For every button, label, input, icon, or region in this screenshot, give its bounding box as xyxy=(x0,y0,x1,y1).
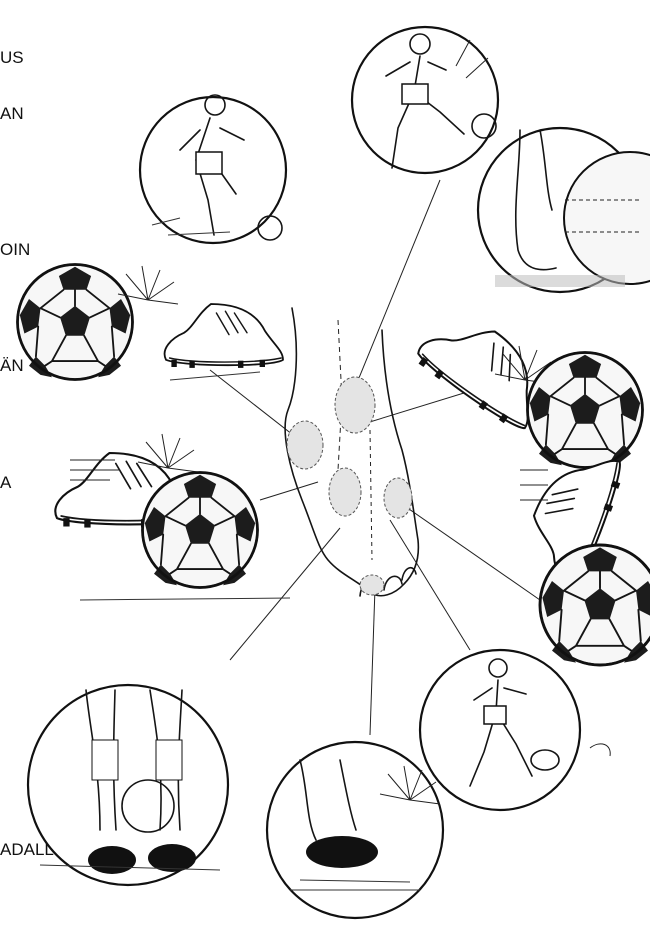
impact-spot-instep xyxy=(335,377,375,433)
vignette-boot-grass xyxy=(267,742,443,918)
vignette-ankle-closeup xyxy=(478,128,650,292)
vignette-player-kicking xyxy=(420,650,610,810)
impact-spot-outside xyxy=(384,478,412,518)
vignette-ball-boot-left xyxy=(18,265,284,381)
vignette-legs-ball xyxy=(28,685,228,885)
foot-illustration xyxy=(285,308,418,596)
impact-spot-toe xyxy=(360,575,384,595)
vignette-boot-ball-middle xyxy=(55,434,290,600)
vignette-player-volley xyxy=(352,27,498,173)
vignette-player-running xyxy=(140,95,286,243)
impact-spot-heel xyxy=(287,421,323,469)
vignette-ball-right-lower xyxy=(516,441,650,665)
impact-spot-inside xyxy=(329,468,361,516)
vignette-boot-ball-right xyxy=(412,302,643,468)
